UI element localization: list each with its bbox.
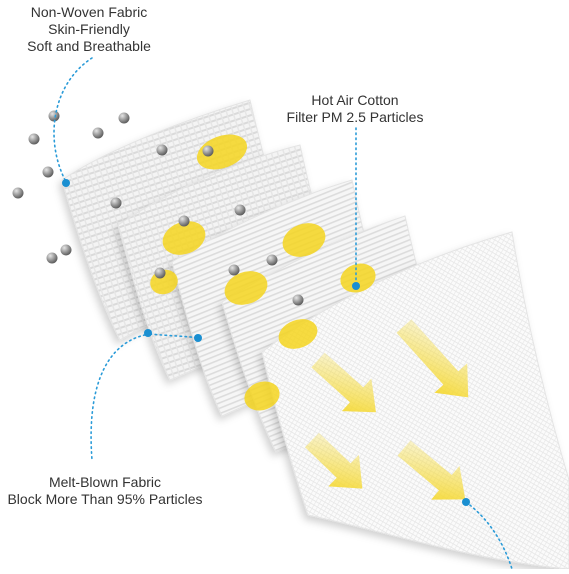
- arrow-down-right-icon: [311, 352, 376, 413]
- particle-glow: [244, 381, 280, 411]
- callout-line-melt-blown: [90, 333, 151, 461]
- particle-sphere-icon: [228, 264, 240, 276]
- particle-sphere-icon: [12, 187, 24, 199]
- particle-glow: [282, 223, 326, 257]
- melt-blown-line-1: Melt-Blown Fabric: [48, 474, 162, 490]
- particle-sphere-icon: [42, 166, 54, 178]
- callout-line-front-layer: [465, 501, 513, 570]
- hot-air-cotton-label: Hot Air Cotton Filter PM 2.5 Particles: [280, 92, 430, 126]
- particle-sphere-icon: [154, 267, 166, 279]
- particle-sphere-icon: [292, 294, 304, 306]
- particle-sphere-icon: [60, 244, 72, 256]
- particle-sphere-icon: [46, 252, 58, 264]
- non-woven-line-3: Soft and Breathable: [27, 38, 151, 54]
- callout-dot-icon: [62, 179, 70, 187]
- particle-sphere-icon: [110, 197, 122, 209]
- particle-sphere-icon: [48, 110, 60, 122]
- arrow-down-right-icon: [396, 319, 469, 398]
- particle-sphere-icon: [234, 204, 246, 216]
- arrow-down-right-icon: [397, 440, 466, 500]
- arrow-down-right-icon: [305, 432, 363, 489]
- callout-line-non-woven: [53, 57, 93, 183]
- melt-blown-fabric-label: Melt-Blown Fabric Block More Than 95% Pa…: [0, 474, 210, 508]
- non-woven-line-2: Skin-Friendly: [48, 21, 130, 37]
- particle-glow: [340, 263, 376, 293]
- non-woven-line-1: Non-Woven Fabric: [30, 4, 148, 20]
- non-woven-fabric-label: Non-Woven Fabric Skin-Friendly Soft and …: [4, 4, 174, 55]
- callout-dot-icon: [462, 498, 470, 506]
- particle-glow: [224, 271, 268, 305]
- hot-air-line-2: Filter PM 2.5 Particles: [286, 109, 424, 125]
- particle-sphere-icon: [266, 254, 278, 266]
- callout-dot-icon: [144, 329, 152, 337]
- melt-blown-line-2: Block More Than 95% Particles: [7, 491, 203, 507]
- particle-glow: [162, 221, 206, 255]
- particle-sphere-icon: [92, 127, 104, 139]
- particle-sphere-icon: [118, 112, 130, 124]
- particle-glow: [278, 319, 318, 349]
- particle-sphere-icon: [178, 215, 190, 227]
- particle-sphere-icon: [156, 144, 168, 156]
- particle-sphere-icon: [28, 133, 40, 145]
- particle-glow: [196, 134, 248, 170]
- hot-air-line-1: Hot Air Cotton: [311, 92, 399, 108]
- particle-sphere-icon: [202, 145, 214, 157]
- callout-dot-icon: [194, 334, 202, 342]
- callout-dot-icon: [352, 282, 360, 290]
